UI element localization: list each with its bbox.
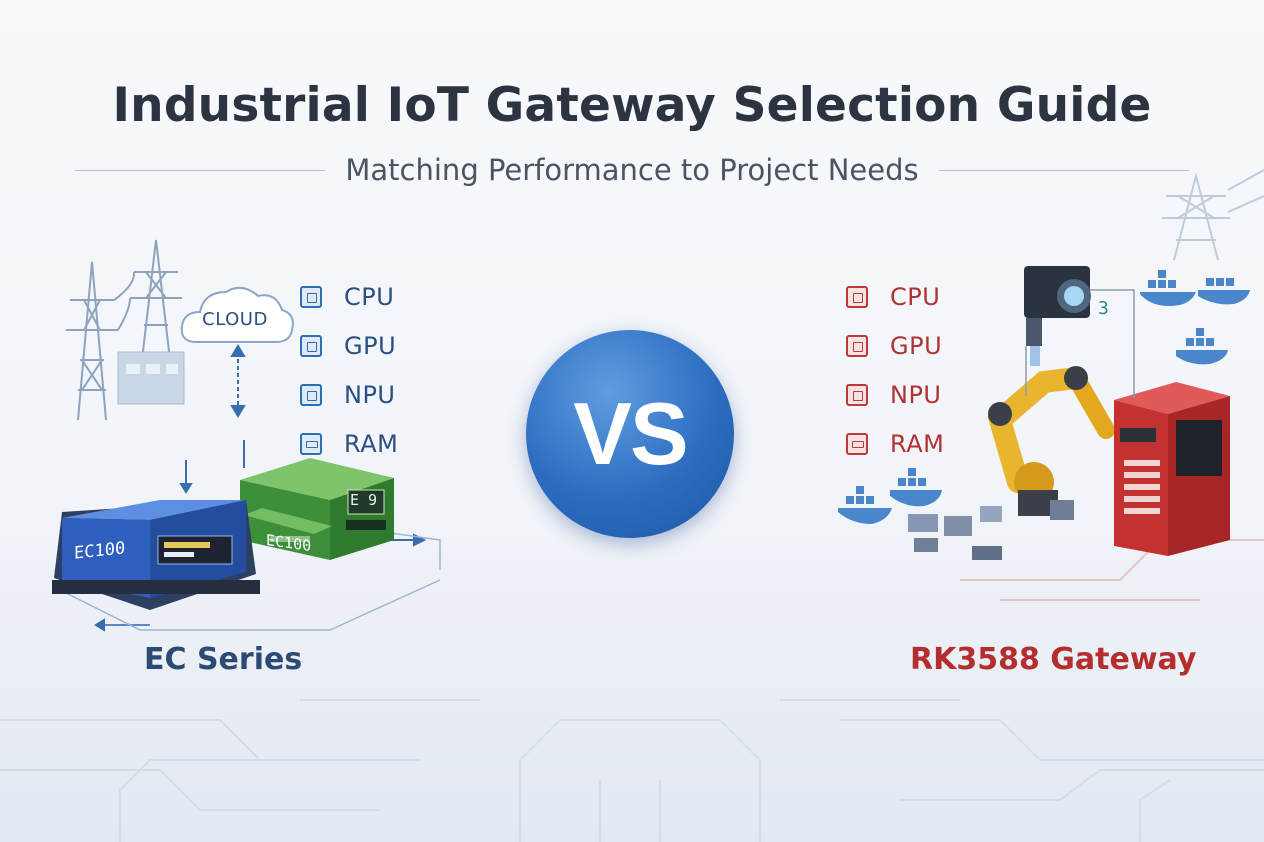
ram-module-icon bbox=[300, 432, 322, 455]
connection-lines bbox=[1025, 289, 1135, 398]
spec-item-cpu: CPU bbox=[300, 272, 398, 321]
data-flow-arrows bbox=[94, 344, 427, 632]
spec-label: NPU bbox=[344, 380, 396, 409]
subtitle-divider-right bbox=[938, 169, 1189, 171]
power-tower-icon bbox=[1162, 169, 1264, 261]
page-subtitle: Matching Performance to Project Needs bbox=[345, 153, 919, 187]
ec-series-label: EC Series bbox=[144, 642, 303, 677]
circuit-traces bbox=[0, 699, 1264, 842]
cpu-chip-icon bbox=[846, 285, 868, 308]
subtitle-divider-left bbox=[75, 169, 326, 171]
spec-item-ram: RAM bbox=[300, 419, 398, 468]
green-device-display: E 9 bbox=[350, 491, 378, 509]
blue-gateway-device bbox=[52, 500, 260, 610]
spec-item-npu: NPU bbox=[300, 370, 398, 419]
spec-label: RAM bbox=[344, 429, 399, 458]
rk3588-gateway-label: RK3588 Gateway bbox=[910, 642, 1197, 677]
spec-label: CPU bbox=[344, 282, 395, 311]
cpu-chip-icon bbox=[300, 285, 322, 308]
spec-label: CPU bbox=[890, 282, 941, 311]
spec-label: GPU bbox=[344, 331, 397, 360]
spec-item-gpu: GPU bbox=[846, 321, 944, 370]
gpu-chip-icon bbox=[846, 334, 868, 357]
red-server-device bbox=[1114, 382, 1230, 556]
npu-chip-icon bbox=[300, 383, 322, 406]
spec-item-npu: NPU bbox=[846, 370, 944, 419]
camera-label: 3 bbox=[1098, 298, 1109, 319]
power-tower-icon bbox=[66, 239, 182, 421]
vs-label: VS bbox=[573, 384, 688, 483]
spec-item-ram: RAM bbox=[846, 419, 944, 468]
spec-item-cpu: CPU bbox=[846, 272, 944, 321]
subtitle-row: Matching Performance to Project Needs bbox=[0, 150, 1264, 190]
vs-badge: VS bbox=[526, 330, 734, 538]
building-icon bbox=[117, 351, 185, 405]
page-title: Industrial IoT Gateway Selection Guide bbox=[112, 78, 1152, 133]
camera-icon bbox=[1024, 266, 1091, 366]
component-boxes bbox=[908, 500, 1074, 560]
ec-spec-list: CPU GPU NPU RAM bbox=[300, 272, 398, 468]
cloud-icon bbox=[180, 286, 294, 343]
ram-module-icon bbox=[846, 432, 868, 455]
spec-item-gpu: GPU bbox=[300, 321, 398, 370]
spec-label: GPU bbox=[890, 331, 943, 360]
npu-chip-icon bbox=[846, 383, 868, 406]
spec-label: NPU bbox=[890, 380, 942, 409]
gpu-chip-icon bbox=[300, 334, 322, 357]
container-whale-icon bbox=[838, 270, 1250, 524]
robot-arm-icon bbox=[987, 366, 1115, 516]
rk3588-spec-list: CPU GPU NPU RAM bbox=[846, 272, 944, 468]
green-gateway-device bbox=[240, 458, 394, 560]
spec-label: RAM bbox=[890, 429, 945, 458]
cloud-label: CLOUD bbox=[202, 308, 268, 330]
